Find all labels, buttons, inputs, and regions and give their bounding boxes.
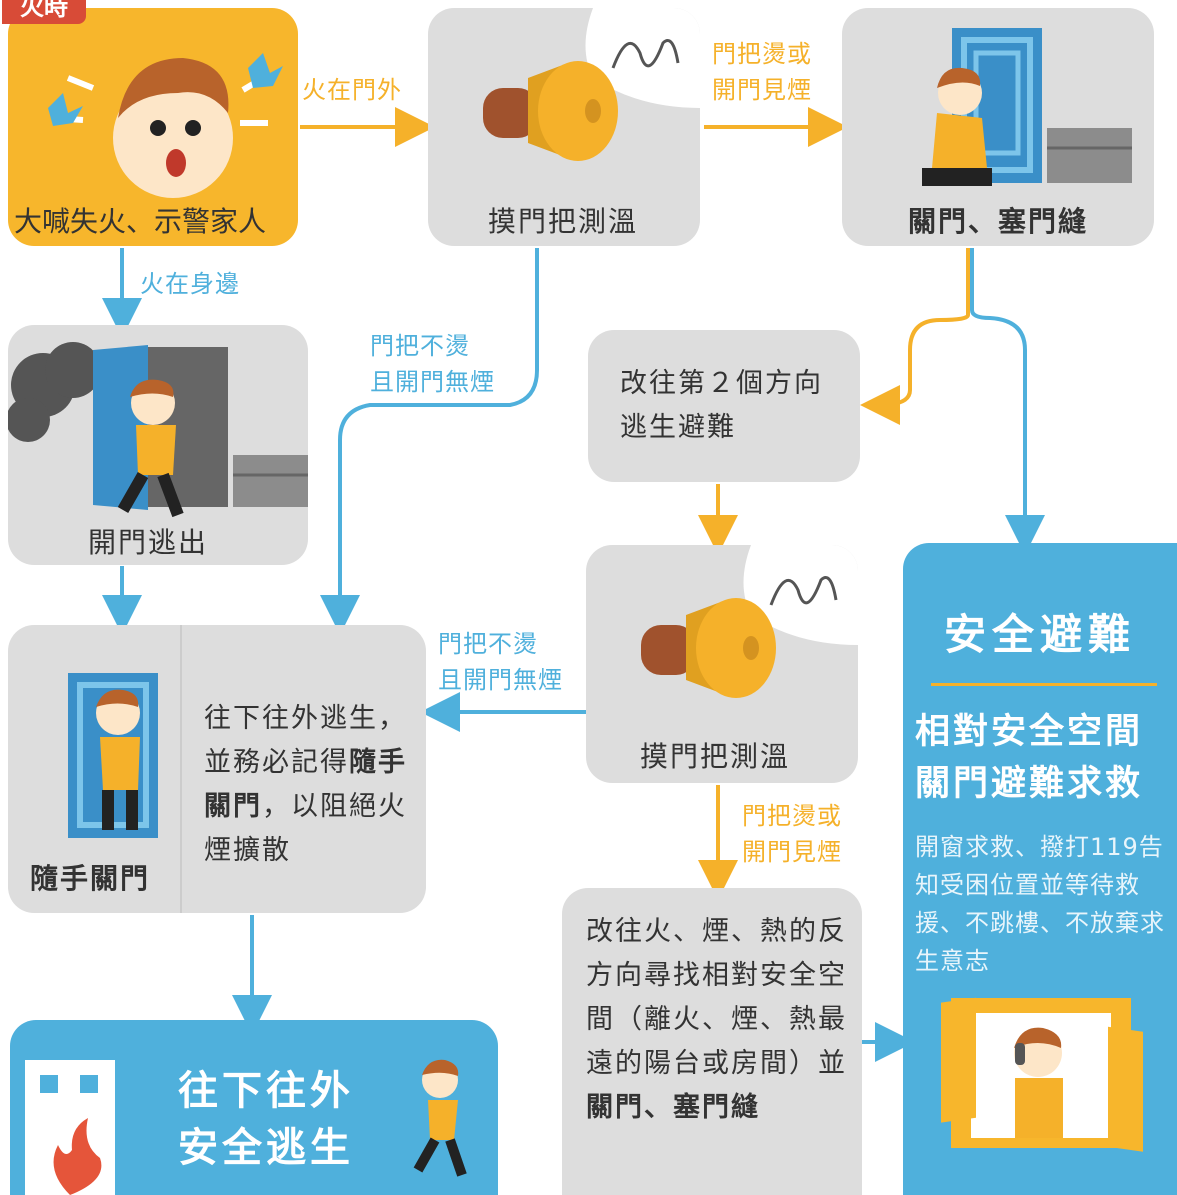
node-open-escape-label: 開門逃出 [88,526,209,559]
node-safe-out-line1: 往下往外 [178,1068,354,1114]
node-touch-top-label: 摸門把測溫 [488,205,639,238]
person-closing-door-icon [68,673,158,838]
node-reverse-text-b: 關門、塞門縫 [586,1092,760,1123]
edge-not-hot-3: 門把不燙 [438,630,538,658]
node-second-direction: 改往第２個方向逃生避難 [588,330,860,482]
edge-fire-outside: 火在門外 [302,76,402,104]
arrow-close-to-safe [970,248,1045,555]
node-alert: 大喊失火、示警家人 [8,8,298,246]
person-sealing-door-icon [922,28,1132,186]
node-close-seal: 關門、塞門縫 [842,8,1154,246]
edge-hot-or-smoke-2: 開門見煙 [712,76,812,104]
divider [931,683,1157,686]
edge-hot-or-smoke-1: 門把燙或 [712,40,812,68]
node-touch-mid: 摸門把測溫 [586,545,858,783]
node-close-behind-title: 隨手關門 [30,862,151,895]
node-touch-top: 摸門把測溫 [428,8,700,246]
edge-hot2-1: 門把燙或 [742,802,842,830]
node-close-behind-text-a: 往下往外逃生，並務必記得 [204,703,407,778]
person-calling-at-window-icon [941,997,1143,1152]
node-safe-sub1: 相對安全空間 [915,712,1144,752]
edge-fire-near: 火在身邊 [140,270,240,298]
node-close-behind-text-c: ，以阻絕火煙擴散 [204,791,407,866]
node-safe-out-line2: 安全逃生 [178,1125,354,1171]
person-running-out-door-icon [8,342,308,518]
node-safe-body: 開窗求救、撥打119告知受困位置並等待救援、不跳樓、不放棄求生意志 [915,833,1165,975]
node-touch-mid-label: 摸門把測溫 [640,740,791,773]
node-safe-shelter: 安全避難 相對安全空間 關門避難求救 開窗求救、撥打119告知受困位置並等待救援… [903,543,1177,1195]
arrow-to-second-dir [860,248,970,425]
node-safe-sub2: 關門避難求救 [915,764,1144,804]
burning-building-icon [25,1059,467,1195]
node-alert-label: 大喊失火、示警家人 [14,205,267,238]
arrow-not-hot-top [320,248,539,635]
node-close-seal-label: 關門、塞門縫 [908,205,1089,238]
shouting-person-icon [48,53,283,198]
edge-not-hot-2: 且開門無煙 [370,368,495,396]
node-safe-out: 往下往外 安全逃生 [10,1020,498,1195]
node-close-behind: 隨手關門 往下往外逃生，並務必記得隨手關門，以阻絕火煙擴散 [8,625,426,913]
node-close-behind-text: 往下往外逃生，並務必記得隨手關門，以阻絕火煙擴散 [204,697,414,873]
node-open-escape: 開門逃出 [8,325,308,565]
node-close-behind-text-b: 隨手關門 [204,747,407,822]
doorknob-icon [641,545,858,698]
node-second-direction-label: 改往第２個方向逃生避難 [620,368,823,443]
edge-not-hot-4: 且開門無煙 [438,666,563,694]
node-reverse-direction: 改往火、煙、熱的反方向尋找相對安全空間（離火、煙、熱最遠的陽台或房間）並關門、塞… [562,888,862,1195]
fire-tag: 火時 [2,0,86,24]
node-reverse-text: 改往火、煙、熱的反方向尋找相對安全空間（離火、煙、熱最遠的陽台或房間）並關門、塞… [586,910,848,1130]
node-reverse-text-a: 改往火、煙、熱的反方向尋找相對安全空間（離火、煙、熱最遠的陽台或房間）並 [586,916,847,1079]
doorknob-icon [483,8,700,161]
node-safe-title: 安全避難 [943,610,1136,659]
edge-hot2-2: 開門見煙 [742,838,842,866]
edge-not-hot-1: 門把不燙 [370,332,470,360]
